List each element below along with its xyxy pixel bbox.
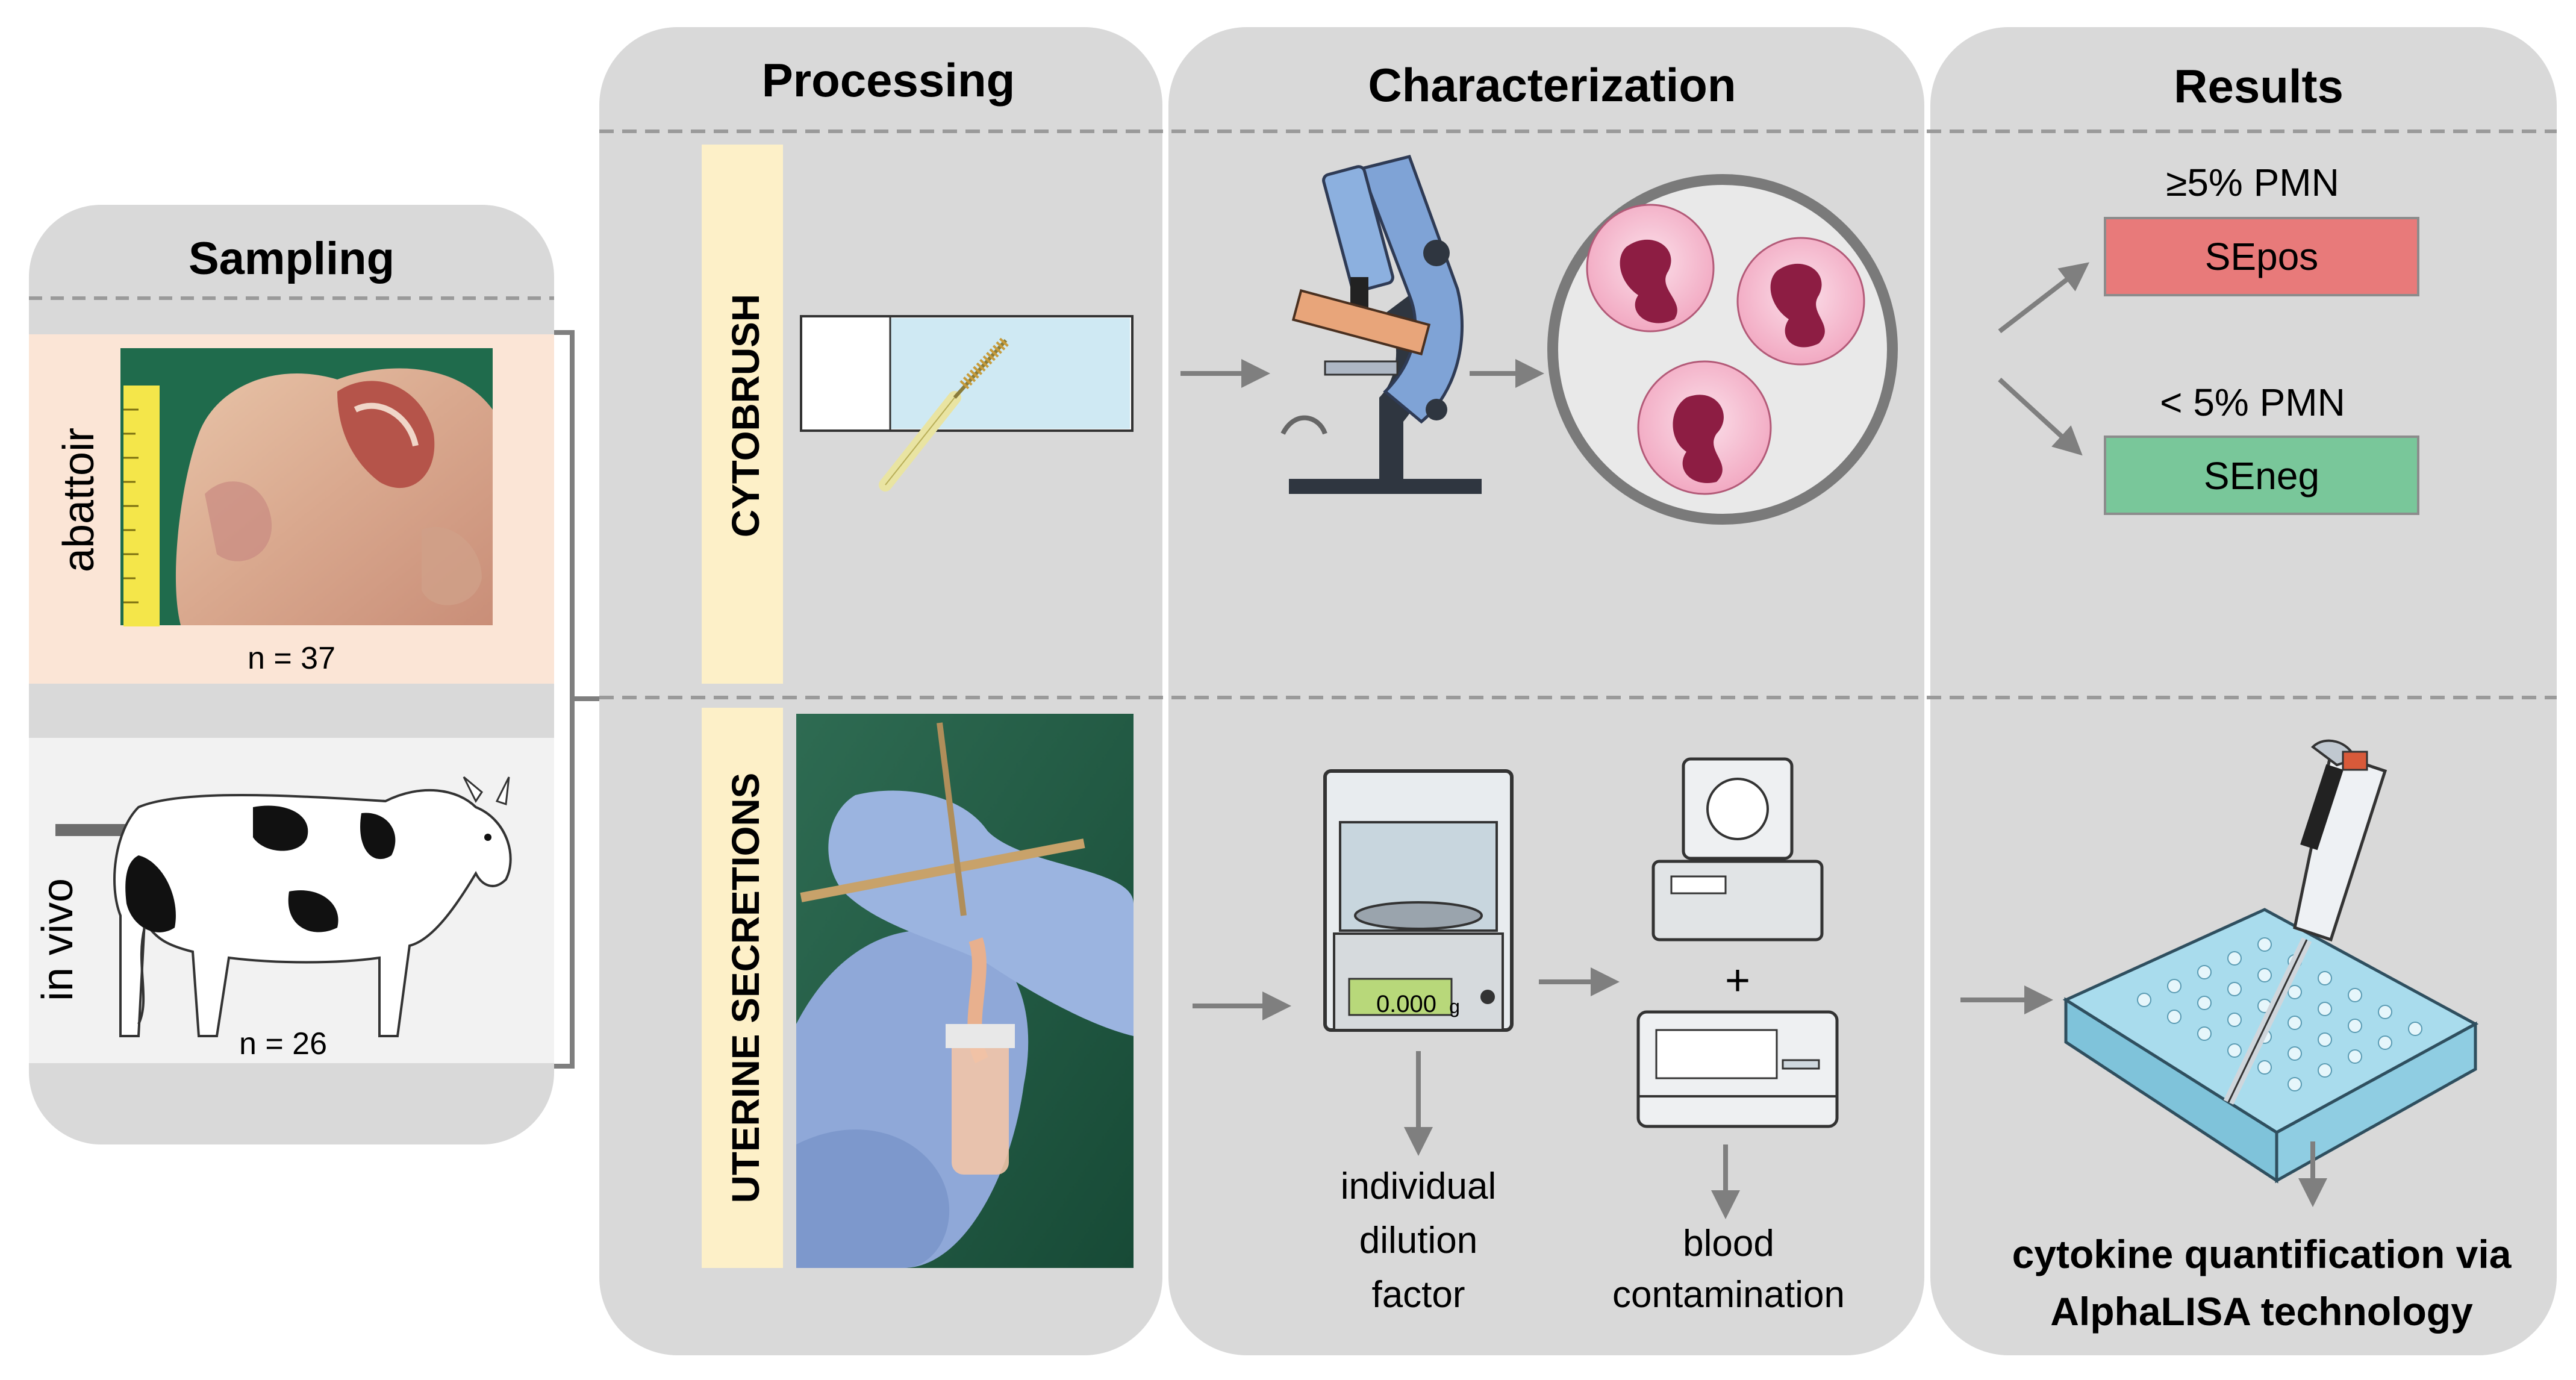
slide-icon <box>800 315 1134 432</box>
pipette-icon <box>2223 739 2387 1105</box>
cow-icon <box>55 776 512 1037</box>
balance-icon <box>1323 769 1514 1032</box>
sepos-label: SEpos <box>2205 235 2319 278</box>
seneg-label: SEneg <box>2204 454 2319 498</box>
blood-line2: contamination <box>1612 1274 1845 1316</box>
characterization-title: Characterization <box>1368 58 1736 111</box>
balance-unit: g <box>1449 996 1460 1017</box>
cytobrush-icon <box>879 336 1010 492</box>
cytokine-line2: AlphaLISA technology <box>2050 1289 2473 1334</box>
dilution-line3: factor <box>1371 1274 1465 1316</box>
processing-panel: Processing CYTOBRUSH UTERINE SECRETIONS <box>599 27 1162 1355</box>
dilution-line2: dilution <box>1359 1220 1477 1261</box>
processing-title: Processing <box>762 54 1015 107</box>
uterine-label-strip <box>702 708 783 1268</box>
dashed-separators <box>599 130 2557 699</box>
threshold-neg-label: < 5% PMN <box>2160 381 2345 424</box>
in-vivo-count: n = 26 <box>239 1026 327 1061</box>
characterization-panel: Characterization <box>1168 27 1924 1355</box>
uterine-label: UTERINE SECRETIONS <box>724 773 767 1204</box>
cytobrush-label: CYTOBRUSH <box>724 294 767 537</box>
sampling-title: Sampling <box>189 233 395 284</box>
arrow-to-seneg <box>1998 378 2083 456</box>
cytobrush-label-strip <box>702 145 783 684</box>
in-vivo-label: in vivo <box>34 878 82 1001</box>
dilution-line1: individual <box>1341 1166 1497 1207</box>
sampling-panel: Sampling abattoir n = 37 in vivo <box>29 205 554 1144</box>
seneg-box <box>2104 436 2419 515</box>
cytokine-line1: cytokine quantification via <box>2012 1232 2512 1276</box>
centrifuge-icon <box>1651 757 1824 941</box>
plus-sign: + <box>1725 957 1750 1005</box>
abattoir-label: abattoir <box>55 428 103 572</box>
microscope-icon <box>1280 155 1482 494</box>
abattoir-tissue-photo <box>120 348 493 626</box>
uterine-secretions-photo <box>796 714 1134 1268</box>
blood-line1: blood <box>1683 1223 1774 1264</box>
threshold-pos-label: ≥5% PMN <box>2166 161 2339 204</box>
results-panel: Results ≥5% PMN SEpos < 5% PMN SEneg <box>1930 27 2557 1355</box>
arrow-to-sepos <box>1998 262 2090 334</box>
abattoir-count: n = 37 <box>248 641 335 676</box>
sepos-box <box>2104 217 2419 296</box>
results-title: Results <box>2174 60 2344 113</box>
balance-readout: 0.000 <box>1376 991 1436 1017</box>
neutrophil-cells-icon <box>1547 174 1898 525</box>
spectrophotometer-icon <box>1636 1010 1839 1128</box>
